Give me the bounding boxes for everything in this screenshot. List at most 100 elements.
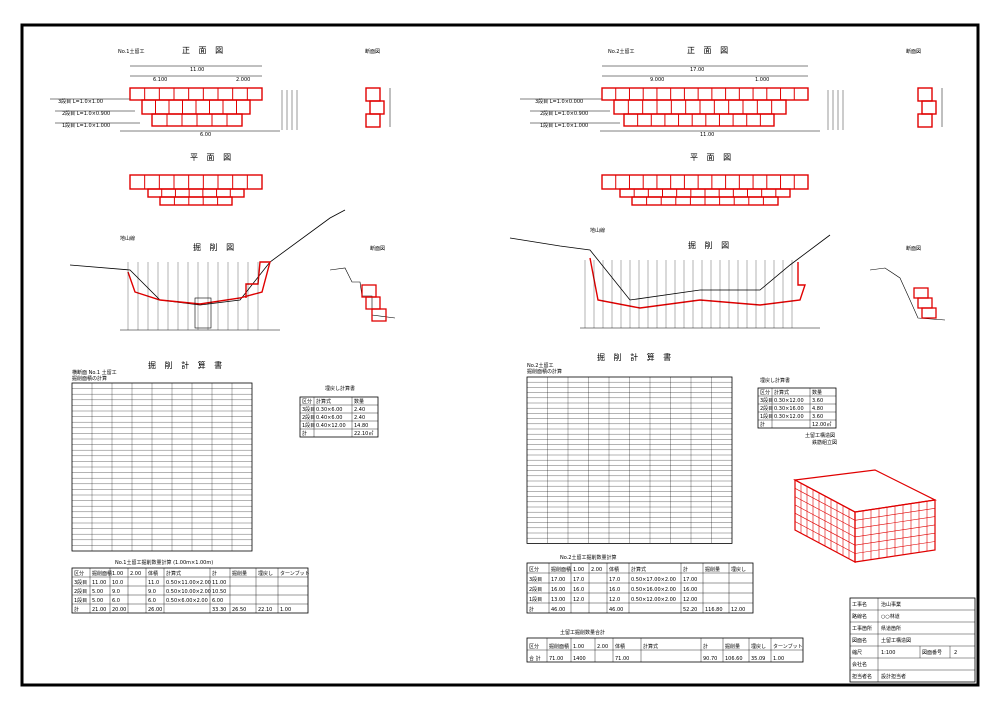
right-calc-note-2: 掘削面積の計算: [527, 368, 562, 375]
right-calc-title: 掘 削 計 算 書: [597, 352, 674, 362]
right-tier-2: 2段目 L=1.0×0.900: [540, 110, 588, 117]
backfill-cell: 3.60: [812, 414, 823, 420]
right-summary2-title: 土留工掘削数量合計: [560, 629, 605, 636]
backfill-frame: [299, 396, 379, 438]
summary-cell: 20.00: [112, 607, 126, 613]
title-label: 工事箇所: [852, 625, 872, 632]
left-calc-note-2: 掘削面積の計算: [72, 375, 107, 382]
sec-block: [365, 87, 381, 102]
backfill-cell: 0.30×12.00: [774, 398, 804, 404]
plan-3-outline: [159, 196, 233, 206]
frame-right: [854, 499, 936, 563]
summary2-cell: 71.00: [615, 656, 629, 662]
backfill-cell: 2段目: [302, 414, 315, 421]
summary-header-cell: 計: [212, 570, 217, 577]
right-tier-3: 3段目 L=1.0×0.000: [535, 98, 583, 105]
backfill-cell: 0.30×16.00: [774, 406, 804, 412]
backfill-cell: 計: [760, 421, 765, 428]
left-tier-1: 1段目 L=1.0×1.000: [62, 122, 110, 129]
backfill-cell: 0.30×12.00: [774, 414, 804, 420]
summary2-cell: 合 計: [529, 655, 541, 662]
right-section2-view: [869, 267, 946, 321]
summary-cell: 46.00: [551, 607, 565, 613]
left-section-view: [365, 87, 391, 128]
summary-cell: 17.00: [551, 577, 565, 583]
right-tier-1: 1段目 L=1.0×1.000: [540, 122, 588, 129]
plan-1-outline: [601, 174, 809, 190]
tier-3-outline: [601, 87, 809, 101]
summary2-cell: 106.60: [725, 656, 743, 662]
summary-cell: 3段目: [74, 579, 87, 586]
right-summary-title: No.2土留工掘削数量計算: [560, 554, 616, 561]
backfill-cell: 2.40: [354, 415, 365, 421]
summary-header-cell: 計算式: [166, 570, 181, 577]
backfill-cell: 2.40: [354, 407, 365, 413]
tier-3-outline: [129, 87, 263, 101]
summary-cell: 52.20: [683, 607, 697, 613]
summary-cell: 1段目: [74, 597, 87, 604]
summary-cell: 1.00: [280, 607, 291, 613]
left-front-title: 正 面 図: [182, 46, 226, 55]
summary-header-cell: 区分: [74, 570, 84, 577]
ground-line: [69, 209, 346, 306]
sec-block: [361, 284, 377, 298]
summary-cell: 12.00: [731, 607, 745, 613]
summary-cell: 12.0: [573, 597, 584, 603]
summary2-header-cell: 1.00: [573, 644, 584, 650]
title-label: 工事名: [852, 601, 867, 608]
backfill-cell: 3.60: [812, 398, 823, 404]
summary2-header-cell: 計: [703, 643, 708, 650]
right-iso-title: 土留工構造図: [805, 432, 835, 439]
right-calc-table: [526, 376, 733, 544]
summary-cell: 21.00: [92, 607, 106, 613]
summary-cell: 0.50×10.00×2.00: [166, 589, 211, 595]
summary-cell: 2段目: [529, 586, 542, 593]
summary-cell: 16.0: [573, 587, 584, 593]
backfill-header-cell: 計算式: [316, 398, 331, 405]
summary-cell: 3段目: [529, 576, 542, 583]
right-excavation-title: 掘 削 図: [688, 240, 732, 250]
summary-cell: 6.0: [112, 598, 120, 604]
backfill-cell: 12.00㎡: [812, 421, 831, 428]
summary-cell: 0.50×17.00×2.00: [631, 577, 676, 583]
sec-block: [365, 113, 381, 128]
backfill-cell: 3段目: [302, 406, 315, 413]
right-section-title: 断面図: [906, 48, 921, 55]
summary-cell: 6.0: [148, 598, 156, 604]
left-dim-a: 6.100: [153, 77, 167, 83]
left-tier-3: 3段目 L=1.0×1.00: [58, 98, 103, 105]
summary-header-cell: 体積: [609, 566, 619, 573]
summary2-header-cell: 区分: [529, 643, 539, 650]
right-name: No.2土留工: [608, 48, 634, 55]
right-iso-subtitle: 鉄筋組立図: [812, 439, 837, 446]
summary2-cell: 35.09: [751, 656, 765, 662]
backfill-header-cell: 数量: [812, 389, 822, 396]
left-plan-title: 平 面 図: [190, 153, 234, 162]
sec-block: [917, 297, 933, 309]
right-front-title: 正 面 図: [687, 46, 731, 55]
summary2-header-cell: 掘削量: [725, 643, 740, 650]
summary2-header-cell: ターンブット: [773, 643, 803, 650]
title-label: 図面番号: [922, 649, 942, 656]
summary-header-cell: ターンブット: [280, 570, 310, 577]
summary-frame: [526, 562, 754, 614]
title-label: 担当者名: [852, 673, 872, 680]
right-dim-a: 9.000: [650, 77, 664, 83]
sec-block: [917, 87, 933, 102]
summary-cell: 26.00: [148, 607, 162, 613]
left-tier-2: 2段目 L=1.0×0.900: [62, 110, 110, 117]
left-panel: No.1土留工 正 面 図 断面図 11.00 6.100 2.000 6.00…: [50, 46, 396, 614]
right-dim-bottom: 11.00: [700, 132, 714, 138]
right-plan-view: [601, 174, 809, 206]
summary-header-cell: 埋戻し: [258, 570, 273, 577]
summary-cell: 22.10: [258, 607, 272, 613]
ground-line: [509, 234, 831, 301]
sec-block: [371, 308, 387, 322]
left-summary-title: No.1土留工掘削数量計算 (1.00m×1.00m): [115, 559, 213, 566]
ground-line: [869, 267, 946, 321]
